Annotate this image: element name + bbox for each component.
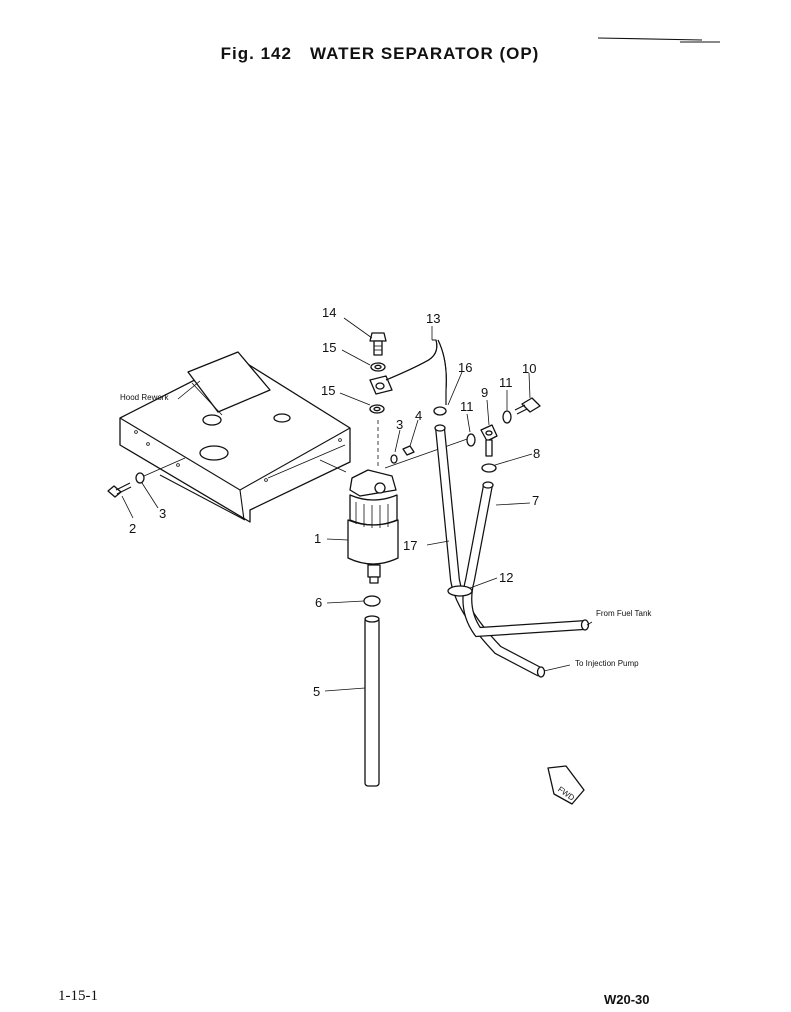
mounting-bolt [107, 482, 132, 498]
diagram-notes: Hood Rework From Fuel Tank To Injection … [120, 393, 652, 668]
callout-2: 2 [129, 521, 136, 536]
small-washer [390, 454, 398, 464]
callout-17: 17 [403, 538, 417, 553]
callout-11-left: 11 [460, 399, 474, 414]
return-hose [385, 339, 447, 405]
connector-washer [481, 463, 497, 473]
callout-12: 12 [499, 570, 513, 585]
callout-4: 4 [415, 408, 422, 423]
eye-fitting [480, 424, 498, 457]
callout-15-lower: 15 [321, 383, 335, 398]
hood-bracket [119, 351, 351, 523]
to-injection-pump-note: To Injection Pump [575, 659, 639, 668]
scan-marks [597, 37, 720, 43]
hood-rework-note: Hood Rework [120, 393, 169, 402]
seal-washer-a [466, 433, 476, 447]
model-code: W20-30 [604, 992, 650, 1007]
copper-washer-lower [369, 404, 385, 414]
banjo-fitting [369, 375, 393, 395]
forward-direction-arrow: FWD [547, 765, 585, 805]
drain-hose [364, 615, 380, 787]
spring-washer [135, 457, 186, 484]
callout-6: 6 [315, 595, 322, 610]
seal-washer-b [502, 410, 512, 424]
callout-3-washer: 3 [159, 506, 166, 521]
leader-lines [121, 317, 593, 692]
callout-5: 5 [313, 684, 320, 699]
eye-bolt [514, 397, 541, 415]
feed-hose [462, 481, 590, 638]
copper-washer [370, 362, 386, 372]
hollow-bolt [369, 332, 387, 356]
hex-nut [402, 445, 415, 456]
from-fuel-tank-note: From Fuel Tank [596, 609, 652, 618]
callout-14: 14 [322, 305, 336, 320]
figure-number: Fig. 142 [220, 44, 292, 63]
callout-15-upper: 15 [322, 340, 336, 355]
drain-clamp [363, 595, 381, 607]
hose-clamp [433, 406, 447, 416]
callout-7: 7 [532, 493, 539, 508]
hose-clip [447, 585, 473, 597]
page-reference: 1-15-1 [58, 988, 98, 1004]
figure-title: Fig. 142 WATER SEPARATOR (OP) [0, 44, 760, 64]
callout-10: 10 [522, 361, 536, 376]
callout-3-small: 3 [396, 417, 403, 432]
fuel-hose [434, 424, 546, 678]
callout-numbers: 14 15 15 13 16 3 4 11 9 11 10 8 7 17 12 … [129, 305, 540, 699]
callout-9: 9 [481, 385, 488, 400]
callout-16: 16 [458, 360, 472, 375]
mounting-axis [384, 437, 471, 469]
figure-caption: WATER SEPARATOR (OP) [309, 44, 540, 63]
callout-11-right: 11 [499, 375, 513, 390]
callout-13: 13 [426, 311, 440, 326]
water-separator [347, 469, 399, 584]
callout-1: 1 [314, 531, 321, 546]
callout-8: 8 [533, 446, 540, 461]
